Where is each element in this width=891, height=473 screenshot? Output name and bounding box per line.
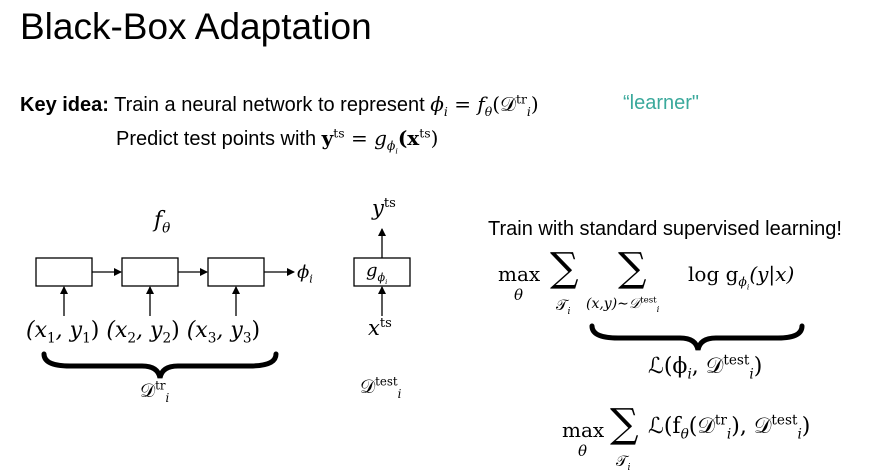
eq1-sum-2: ∑ <box>618 245 647 291</box>
eq1-sum-1-sub: 𝒯i <box>556 296 571 317</box>
rnn-cell-2 <box>121 257 179 287</box>
eq1-sum-1: ∑ <box>550 245 579 291</box>
predict-line: Predict test points with yts = gϕi(xts) <box>116 125 439 156</box>
key-idea-equation: ϕi = fθ(𝒟tri) <box>430 91 539 119</box>
phi-output-label: ϕi <box>297 262 313 286</box>
f-theta-label: fθ <box>154 208 171 237</box>
page-title: Black-Box Adaptation <box>20 6 372 47</box>
brace-loss <box>589 323 805 351</box>
g-phi-label: gϕi <box>366 260 388 286</box>
x-ts-label: xts <box>368 316 392 340</box>
train-set-label: 𝒟tri <box>140 378 170 405</box>
predict-equation: yts = gϕi(xts) <box>321 125 439 156</box>
supervised-heading: Train with standard supervised learning! <box>488 218 842 240</box>
eq2-sum: ∑ <box>610 401 639 447</box>
pair-3: (x3, y3) <box>186 318 261 347</box>
g-phi-box <box>353 257 411 287</box>
pair-1: (x1, y1) <box>26 318 100 347</box>
key-idea-text: Train a neural network to represent <box>114 94 425 116</box>
eq1-log-term: log gϕi(y|x) <box>688 262 795 292</box>
eq2-loss-term: ℒ(fθ(𝒟tri), 𝒟testi) <box>648 412 811 443</box>
rnn-cell-1 <box>35 257 93 287</box>
key-idea-line: Key idea: Train a neural network to repr… <box>20 91 539 119</box>
key-idea-label: Key idea: <box>20 94 109 116</box>
rnn-cell-3 <box>207 257 265 287</box>
eq1-sum-2-sub: (x,y)∼𝒟testi <box>586 295 660 315</box>
eq1-theta: θ <box>514 286 524 304</box>
eq1-max: max <box>498 262 541 286</box>
learner-note: “learner" <box>623 92 700 114</box>
eq2-sum-sub: 𝒯i <box>616 452 631 473</box>
test-set-label: 𝒟testi <box>360 374 402 401</box>
loss-label: ℒ(ϕi, 𝒟testi) <box>648 352 763 383</box>
y-ts-label: yts <box>372 196 396 220</box>
pair-2: (x2, y2) <box>106 318 180 347</box>
predict-text: Predict test points with <box>116 128 317 150</box>
input-pairs: (x1, y1) (x2, y2) (x3, y3) <box>26 318 261 347</box>
eq2-theta: θ <box>578 442 588 460</box>
brace-train-set <box>41 351 279 379</box>
eq2-max: max <box>562 418 605 442</box>
